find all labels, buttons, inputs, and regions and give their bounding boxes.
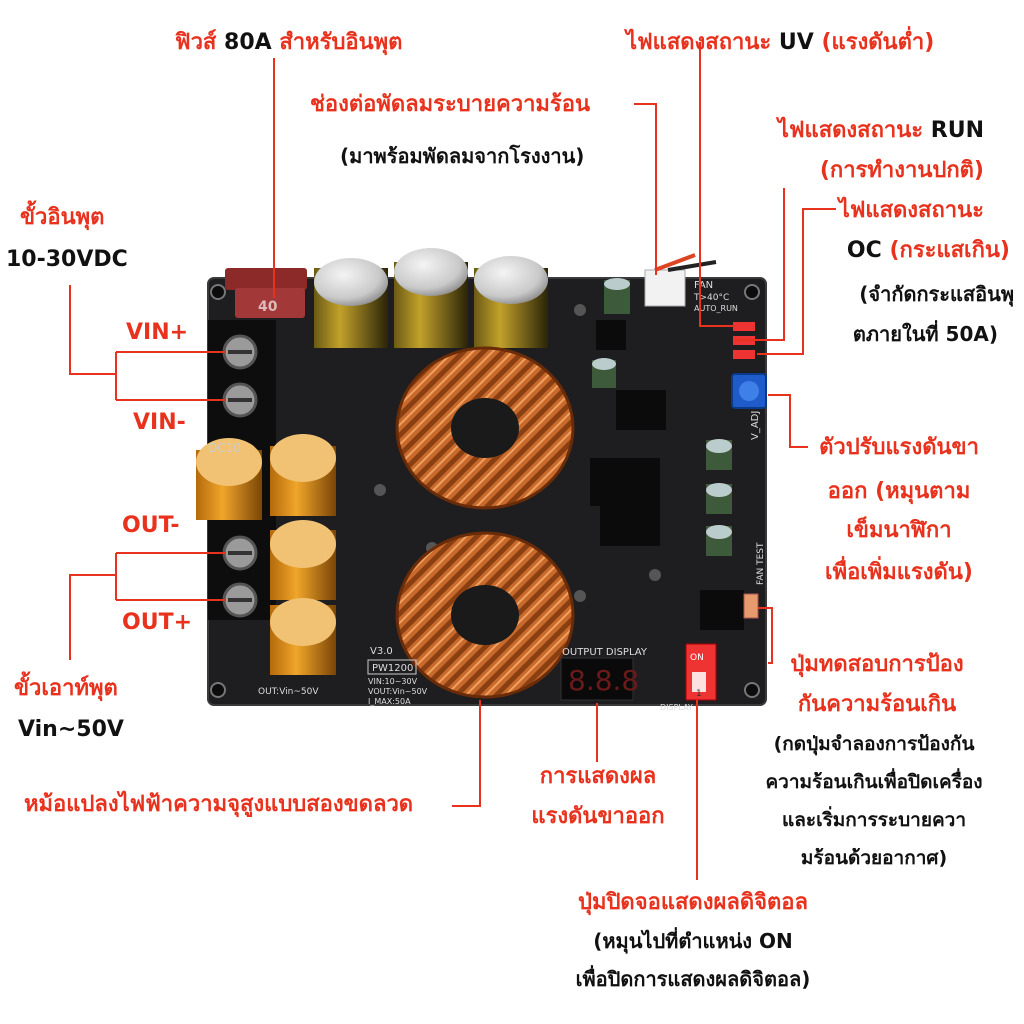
input-capacitors — [314, 248, 548, 348]
voltage-adjust-label-3: เข็มนาฬิกา — [846, 518, 952, 543]
fan-connector — [644, 269, 686, 307]
fan-test-note-3: และเริ่มการระบายควา — [781, 809, 967, 831]
spec-vout: VOUT:Vin~50V — [368, 687, 428, 696]
mount-hole — [210, 284, 226, 300]
fuse-value: 40 — [258, 299, 278, 315]
fan-temp-silk: T>40°C — [693, 293, 729, 303]
fan-test-label-1: ปุ่มทดสอบการป้อง — [790, 652, 964, 677]
mount-hole — [744, 682, 760, 698]
mount-hole — [210, 682, 226, 698]
uv-label: ไฟแสดงสถานะ UV (แรงดันต่ำ) — [626, 30, 935, 55]
fuse-label: ฟิวส์ 80A สำหรับอินพุต — [175, 30, 403, 55]
input-voltage: 10-30VDC — [6, 247, 128, 272]
seven-segment-display — [560, 657, 634, 701]
run-note: (การทำงานปกติ) — [819, 158, 984, 183]
fan-test-label-2: กันความร้อนเกิน — [797, 692, 957, 717]
vadj-silk: V_ADJ — [750, 411, 761, 440]
segments: 8.8.8 — [568, 664, 639, 697]
output-capacitors — [196, 434, 336, 675]
version-silk: V3.0 — [370, 646, 393, 657]
voltage-adjust-label-1: ตัวปรับแรงดันขา — [819, 435, 979, 460]
display-label-2: แรงดันขาออก — [531, 804, 665, 829]
display-switch-label: ปุ่มปิดจอแสดงผลดิจิตอล — [578, 890, 808, 915]
output-terminal-label: ขั้วเอาท์พุต — [14, 676, 118, 701]
display-switch-note-1: (หมุนไปที่ตำแหน่ง ON — [593, 929, 793, 953]
out-minus-label: OUT- — [122, 513, 180, 538]
spec-imax: I_MAX:50A — [368, 697, 411, 706]
display-label-1: การแสดงผล — [539, 764, 657, 789]
voltage-adjust-label-4: เพื่อเพิ่มแรงดัน) — [825, 560, 973, 585]
fan-test-note-1: (กดปุ่มจำลองการป้องกัน — [773, 733, 975, 755]
input-label: ขั้วอินพุต — [20, 205, 105, 230]
inductor-bottom — [395, 531, 575, 699]
fuse — [225, 268, 307, 290]
fan-mode-silk: AUTO_RUN — [694, 304, 738, 313]
out-plus-label: OUT+ — [122, 610, 193, 635]
model-silk: PW1200 — [372, 663, 413, 674]
oc-note-1: (จำกัดกระแสอินพุ — [859, 282, 1014, 306]
voltage-adjust-label-2: ออก (หมุนตาม — [827, 479, 971, 504]
inductor-label: หม้อแปลงไฟฟ้าความจุสูงแบบสองขดลวด — [24, 792, 414, 817]
vin-minus-label: VIN- — [133, 410, 186, 435]
run-label: ไฟแสดงสถานะ RUN — [777, 118, 984, 143]
out-silk: OUT:Vin~50V — [258, 687, 319, 697]
mount-hole — [744, 284, 760, 300]
ics — [590, 320, 744, 630]
display-silk: DISPLAY — [660, 703, 693, 712]
oc-note-2: ตภายในที่ 50A) — [852, 322, 998, 346]
inductor-top — [395, 346, 575, 510]
switch-on-silk: ON — [690, 653, 704, 663]
oc-sub: OC (กระแสเกิน) — [846, 238, 1010, 263]
vin-plus-label: VIN+ — [126, 320, 189, 345]
spec-vin: VIN:10~30V — [368, 677, 418, 686]
fan-test-note-4: มร้อนด้วยอากาศ) — [800, 847, 948, 869]
fan-silk: FAN — [694, 280, 713, 291]
output-terminal-voltage: Vin~50V — [18, 717, 124, 742]
oc-label: ไฟแสดงสถานะ — [838, 198, 984, 223]
terminal-screws — [222, 334, 258, 618]
fan-test-button — [743, 593, 759, 619]
fan-port-label: ช่องต่อพัดลมระบายความร้อน — [310, 92, 590, 117]
display-switch-note-2: เพื่อปิดการแสดงผลดิจิตอล) — [575, 967, 811, 991]
fan-test-silk: FAN TEST — [756, 542, 766, 585]
fan-port-note: (มาพร้อมพัดลมจากโรงงาน) — [340, 144, 585, 168]
dc10-silk: DC10 — [208, 441, 241, 455]
switch-num-silk: 1 — [696, 689, 702, 699]
small-capacitors — [592, 278, 732, 556]
fan-test-note-2: ความร้อนเกินเพื่อปิดเครื่อง — [765, 771, 983, 793]
output-display-silk: OUTPUT DISPLAY — [562, 647, 648, 658]
